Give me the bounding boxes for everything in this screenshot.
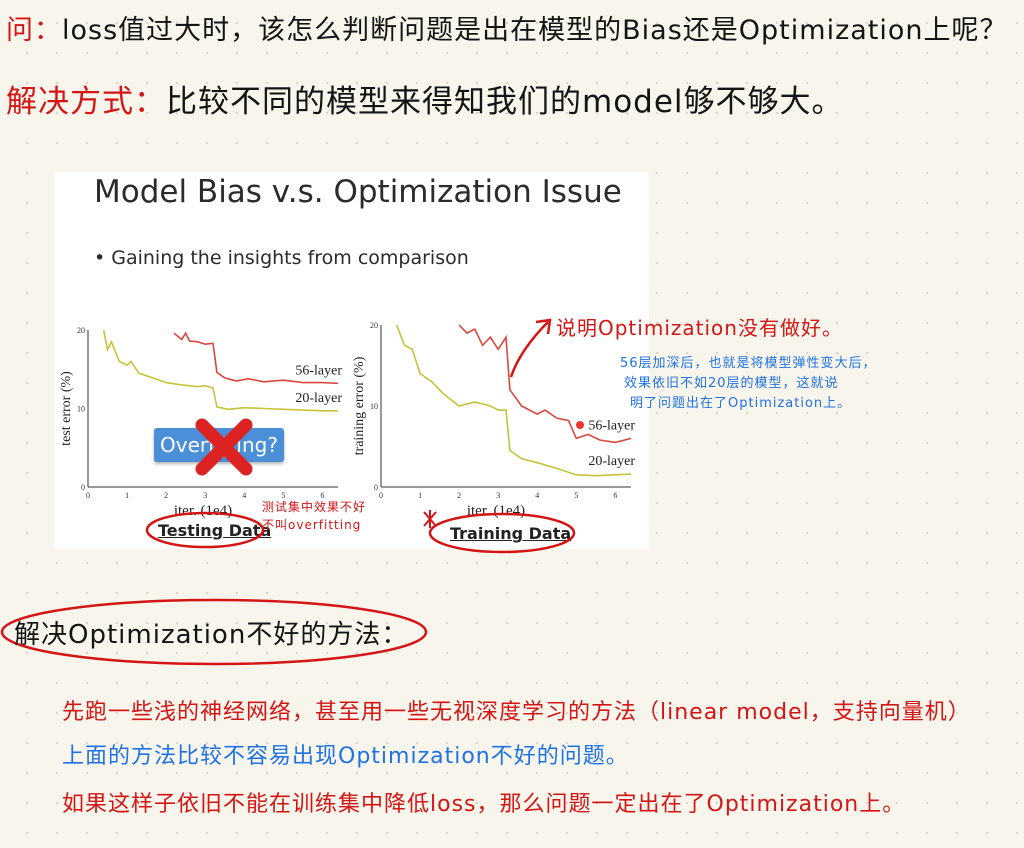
- train-series-56-layer: [458, 324, 632, 444]
- test-x-tick: 6: [320, 491, 324, 500]
- heading-circle: [0, 598, 428, 666]
- test-x-tick: 0: [86, 491, 90, 500]
- train-y-tick: 0: [374, 483, 378, 492]
- test-x-label: iter. (1e4): [174, 503, 232, 519]
- slide-title: Model Bias v.s. Optimization Issue: [94, 174, 622, 210]
- train-y-tick: 20: [370, 321, 378, 330]
- cross-icon: [195, 418, 253, 476]
- test-series-56-layer: [173, 331, 339, 385]
- training-data-caption: Training Data: [450, 524, 572, 543]
- blue-note-2: 效果依旧不如20层的模型，这就说: [624, 376, 839, 391]
- red-dot: [576, 421, 584, 429]
- test-legend-20-layer: 20-layer: [295, 391, 342, 406]
- train-x-tick: 1: [418, 491, 422, 500]
- test-x-tick: 5: [281, 491, 285, 500]
- arrow-icon: [509, 318, 552, 378]
- testing-data-caption: Testing Data: [158, 521, 272, 540]
- question-label: 问：: [6, 15, 62, 46]
- test-x-tick: 4: [242, 491, 246, 500]
- training-circle: [428, 512, 576, 554]
- solution-label: 解决方式：: [6, 84, 166, 120]
- train-x-tick: 0: [379, 491, 383, 500]
- method-line-2: 上面的方法比较不容易出现Optimization不好的问题。: [62, 744, 629, 769]
- test-y-tick: 10: [77, 405, 85, 414]
- test-y-label: test error (%): [59, 371, 74, 446]
- train-x-tick: 2: [457, 491, 461, 500]
- optimization-note: 说明Optimization没有做好。: [556, 316, 843, 340]
- solution-text: 比较不同的模型来得知我们的model够不够大。: [166, 84, 844, 120]
- train-legend-20-layer: 20-layer: [588, 454, 635, 469]
- lecture-slide: Model Bias v.s. Optimization Issue • Gai…: [54, 172, 649, 549]
- question-line: 问：loss值过大时，该怎么判断问题是出在模型的Bias还是Optimizati…: [6, 8, 1008, 47]
- testing-note-2: 不叫overfitting: [262, 518, 362, 532]
- solution-line: 解决方式：比较不同的模型来得知我们的model够不够大。: [6, 76, 844, 121]
- train-x-tick: 5: [574, 491, 578, 500]
- train-series-20-layer: [395, 324, 632, 477]
- train-x-tick: 3: [496, 491, 500, 500]
- test-series-20-layer: [102, 329, 338, 412]
- slide-bullet: • Gaining the insights from comparison: [94, 247, 469, 269]
- blue-note-1: 56层加深后，也就是将模型弹性变大后，: [620, 356, 877, 371]
- test-x-tick: 3: [203, 491, 207, 500]
- test-x-tick: 1: [125, 491, 129, 500]
- test-x-tick: 2: [164, 491, 168, 500]
- train-y-tick: 10: [370, 402, 378, 411]
- method-heading: 解决Optimization不好的方法：: [14, 620, 409, 650]
- testing-note-1: 测试集中效果不好: [262, 500, 367, 514]
- blue-note-3: 明了问题出在了Optimization上。: [630, 396, 852, 411]
- test-y-tick: 20: [77, 326, 85, 335]
- train-x-tick: 6: [613, 491, 617, 500]
- test-legend-56-layer: 56-layer: [295, 363, 342, 378]
- test-y-tick: 0: [81, 483, 85, 492]
- method-line-1: 先跑一些浅的神经网络，甚至用一些无视深度学习的方法（linear model，支…: [62, 700, 971, 725]
- train-x-tick: 4: [535, 491, 539, 500]
- method-line-3: 如果这样子依旧不能在训练集中降低loss，那么问题一定出在了Optimizati…: [62, 792, 906, 817]
- question-text: loss值过大时，该怎么判断问题是出在模型的Bias还是Optimization…: [62, 15, 1008, 46]
- testing-circle: [145, 511, 265, 549]
- train-y-label: training error (%): [352, 356, 367, 455]
- train-legend-56-layer: 56-layer: [588, 418, 635, 433]
- star-mark: [423, 510, 437, 528]
